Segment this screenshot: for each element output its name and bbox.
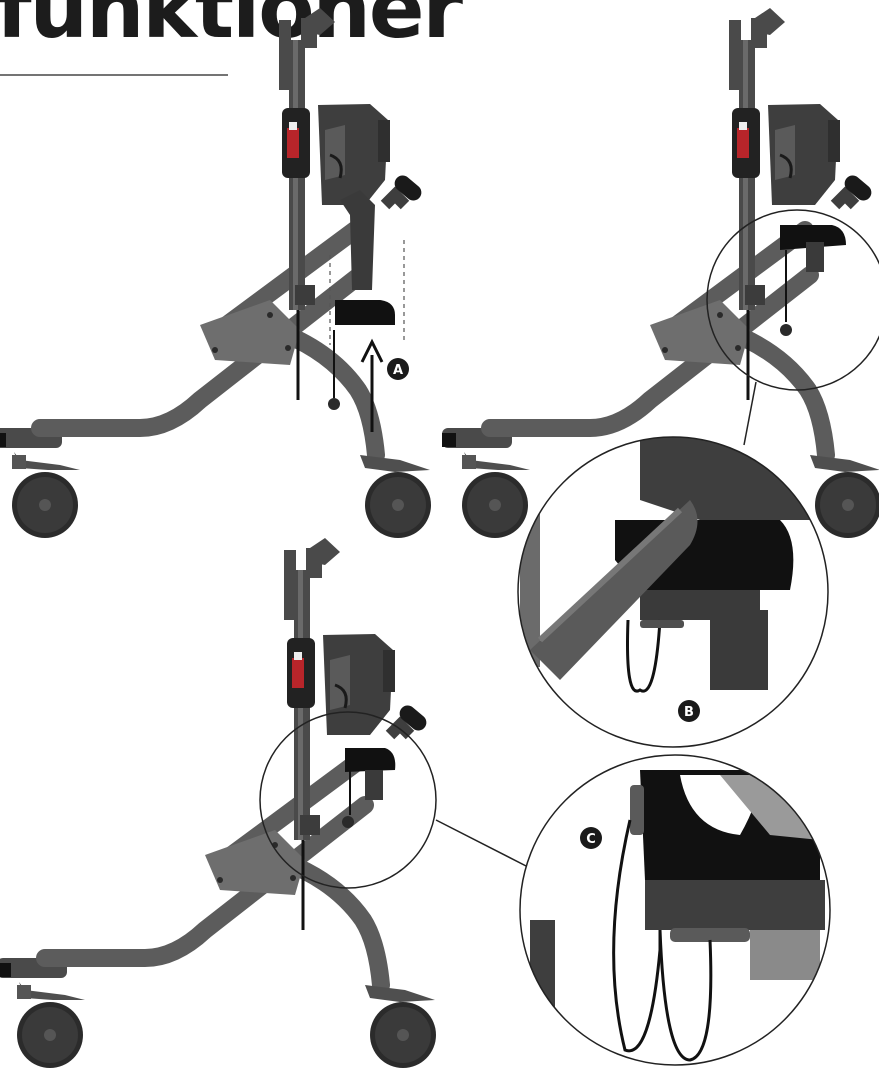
callout-c: C	[580, 827, 602, 849]
walker-illustration-a	[0, 8, 431, 538]
callout-b-label: B	[684, 705, 694, 720]
callout-b: B	[678, 700, 700, 722]
walker-illustration-c	[0, 538, 436, 1068]
detail-view-b	[518, 437, 828, 747]
callout-c-label: C	[586, 832, 596, 847]
callout-a-label: A	[393, 363, 403, 378]
callout-a: A	[387, 358, 409, 380]
detail-view-c	[520, 755, 830, 1065]
